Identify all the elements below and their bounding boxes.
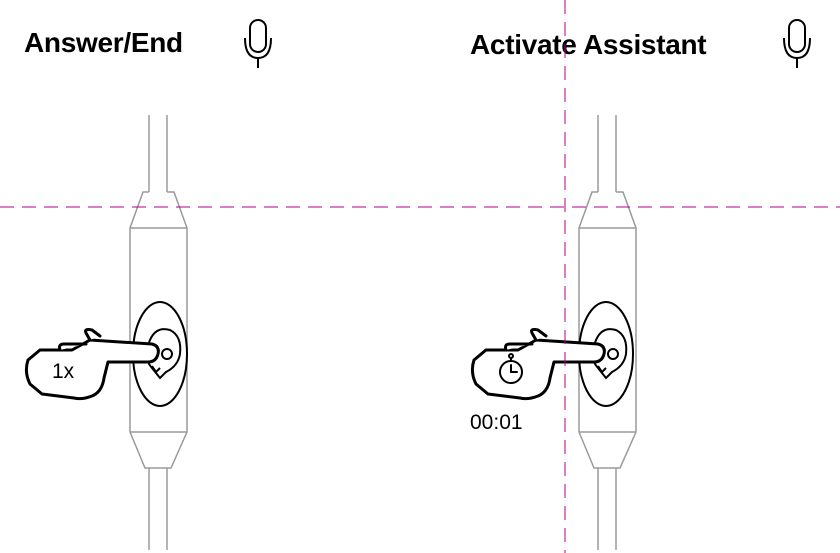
answer-end-panel: 1x xyxy=(24,19,272,550)
stopwatch-icon xyxy=(499,353,523,384)
activate-assistant-panel: 00:01 xyxy=(470,19,811,550)
earphone-remote xyxy=(578,115,637,550)
activate-assistant-title: Activate Assistant xyxy=(470,29,707,60)
press-count-label: 1x xyxy=(52,360,75,383)
pressing-hand-icon xyxy=(470,327,606,401)
hold-duration-label: 00:01 xyxy=(470,411,523,434)
pressing-hand-icon xyxy=(24,327,160,401)
earphone-remote xyxy=(129,115,188,550)
answer-end-title: Answer/End xyxy=(24,27,183,58)
microphone-icon xyxy=(244,19,272,68)
microphone-icon xyxy=(783,19,811,68)
